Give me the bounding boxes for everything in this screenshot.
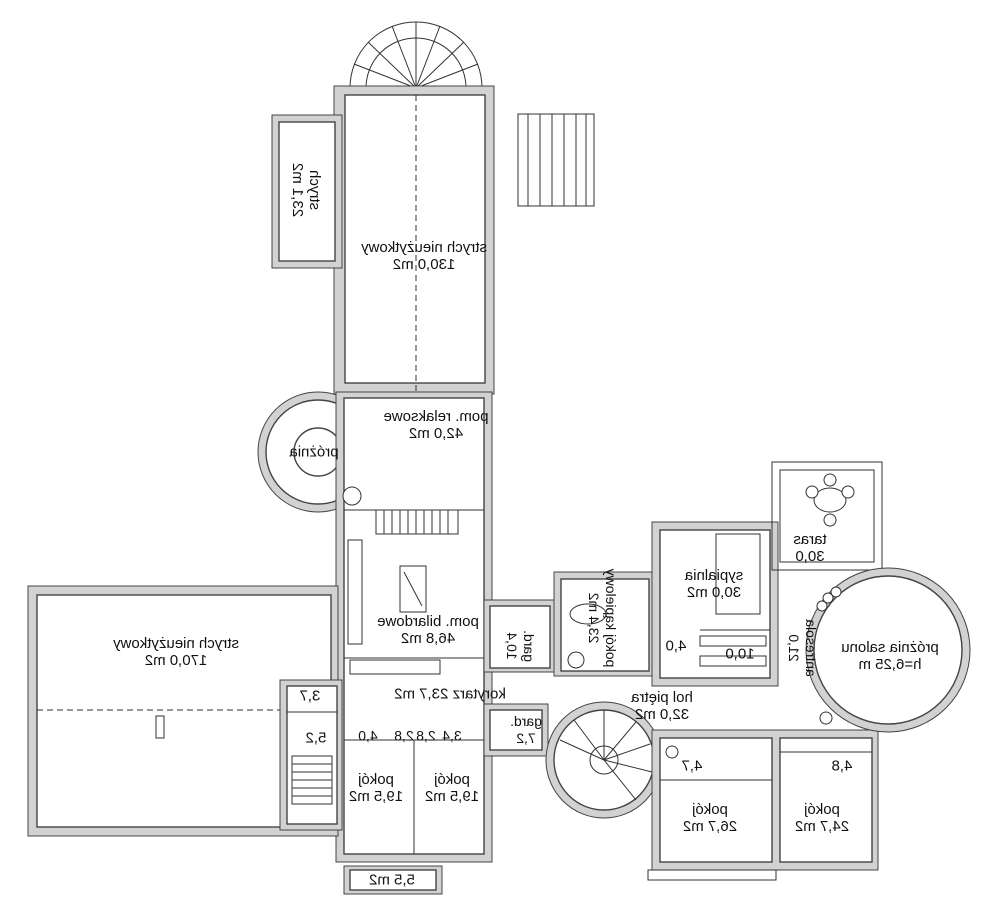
room-area-10-0: 10,0: [725, 646, 754, 663]
room-relaks: pom. relaksowe 42,0 m2: [383, 408, 488, 442]
room-area: 7,2: [516, 730, 536, 746]
room-name: sypialnia: [684, 567, 744, 584]
room-area-4-7: 4,7: [682, 758, 703, 775]
room-garderoba-7-2: gard. 7,2: [510, 713, 542, 747]
room-garderoba-10-4: gard. 10,4: [503, 630, 537, 662]
room-area-3-7: 3,7: [300, 688, 321, 705]
room-name: próżnia: [289, 443, 339, 461]
room-height: h=6,25 m: [858, 656, 922, 673]
room-strych-left: strych nieużytkowy 170,0 m2: [113, 635, 239, 669]
salon-void: [805, 567, 971, 733]
room-area: 32,0 m2: [634, 706, 690, 723]
room-area: 26,7 m2: [682, 818, 738, 835]
room-area-4-0-mid: 4,0: [666, 638, 687, 655]
room-korytarz: korytarz 23,7 m2: [394, 686, 506, 703]
room-area-4-8: 4,8: [832, 758, 853, 775]
room-area: 3,7: [299, 687, 321, 705]
room-area: 21,0: [786, 634, 802, 662]
room-area-2-8b: 2,8: [416, 728, 435, 745]
room-area: 23,7 m2: [394, 685, 449, 703]
room-name: strych: [306, 169, 323, 211]
room-area: 4,8: [831, 757, 853, 775]
room-area: 4,0: [358, 727, 378, 744]
room-area: 5,5 m2: [369, 871, 415, 889]
room-area: 170,0 m2: [144, 652, 208, 669]
room-area: 2,8: [416, 727, 436, 744]
room-name: pokój kąpielowy: [603, 568, 619, 668]
room-bilard: pom. bilardowe 46,8 m2: [377, 613, 479, 647]
room-name: gard.: [510, 713, 542, 729]
room-name: hol piętra: [631, 689, 693, 706]
room-name: strych nieużytkowy: [361, 239, 487, 256]
room-pokoj-a: pokój 19,5 m2: [349, 771, 403, 805]
hall-spiral-stair: [545, 701, 663, 819]
attic-top: [271, 85, 495, 395]
room-pokoj-b: pokój 19,5 m2: [425, 771, 479, 805]
balcony-railing: [517, 113, 595, 207]
room-area: 24,7 m2: [794, 818, 850, 835]
room-area: 23,1 m2: [289, 162, 306, 218]
room-antresola: antresola 21,0: [785, 619, 819, 677]
room-area: 10,0: [725, 645, 755, 663]
room-area: 30,0 m2: [686, 584, 742, 601]
room-taras: taras 30,0: [793, 531, 826, 565]
room-proznia-salonu: próżnia salonu h=6,25 m: [841, 639, 939, 673]
room-name: korytarz: [452, 685, 506, 703]
room-area: 2,8: [394, 727, 414, 744]
room-area: 10,4: [504, 632, 520, 660]
room-pokoj-d: pokój 24,7 m2: [795, 801, 849, 835]
room-name: gard.: [521, 630, 537, 662]
room-sypialnia: sypialnia 30,0 m2: [685, 567, 743, 601]
room-area: 4,0: [665, 637, 687, 655]
room-name: pokój: [692, 801, 728, 818]
middle-wing: [483, 571, 655, 757]
room-area: 23,4 m2: [586, 592, 602, 644]
room-name-area: korytarz 23,7 m2: [394, 686, 506, 703]
room-area: 46,8 m2: [400, 630, 456, 647]
room-name: próżnia salonu: [841, 639, 939, 656]
room-name: antresola: [803, 619, 819, 677]
room-area-5-5: 5,5 m2: [369, 872, 415, 889]
room-name: pokój: [358, 771, 394, 788]
left-small-rooms: [279, 679, 443, 895]
room-area: 19,5 m2: [348, 788, 404, 805]
room-area-3-4: 3,4: [442, 728, 461, 745]
room-name: pokój: [804, 801, 840, 818]
room-area-4-0-left: 4,0: [358, 728, 377, 745]
central-body: [335, 391, 493, 863]
room-strych-small: strych 23,1 m2: [289, 163, 323, 217]
room-name: strych nieużytkowy: [113, 635, 239, 652]
room-area: 42,0 m2: [408, 425, 464, 442]
room-name: pom. bilardowe: [377, 613, 479, 630]
room-area: 4,7: [681, 757, 703, 775]
room-name: pokój: [434, 771, 470, 788]
right-wing: [647, 521, 879, 881]
room-lazienka: pokój kąpielowy 23,4 m2: [585, 569, 619, 668]
room-hol: hol piętra 32,0 m2: [631, 689, 693, 723]
room-area-2-8: 2,8: [394, 728, 413, 745]
room-pokoj-c: pokój 26,7 m2: [683, 801, 737, 835]
room-area: 30,0: [795, 548, 825, 565]
room-area: 5,2: [305, 729, 327, 747]
room-area: 19,5 m2: [424, 788, 480, 805]
room-area: 3,4: [442, 727, 462, 744]
room-proznia-left: próżnia: [289, 444, 338, 461]
room-name: taras: [793, 531, 827, 548]
terrace: [771, 461, 883, 571]
room-name: pom. relaksowe: [383, 408, 489, 425]
room-area-5-2: 5,2: [306, 730, 327, 747]
room-area: 130,0 m2: [392, 256, 456, 273]
room-strych-top: strych nieużytkowy 130,0 m2: [361, 239, 487, 273]
